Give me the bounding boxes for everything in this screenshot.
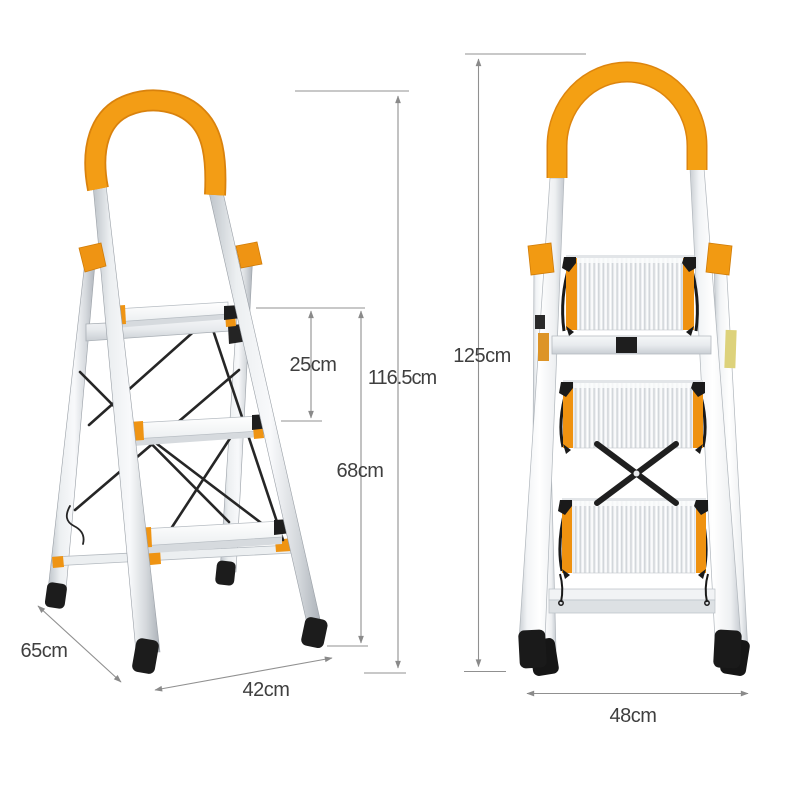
svg-text:68cm: 68cm <box>337 460 384 482</box>
svg-text:48cm: 48cm <box>610 705 657 727</box>
svg-text:25cm: 25cm <box>290 354 337 376</box>
svg-text:125cm: 125cm <box>453 345 511 367</box>
svg-text:116.5cm: 116.5cm <box>368 367 437 389</box>
svg-text:42cm: 42cm <box>243 679 290 701</box>
svg-text:65cm: 65cm <box>21 640 68 662</box>
